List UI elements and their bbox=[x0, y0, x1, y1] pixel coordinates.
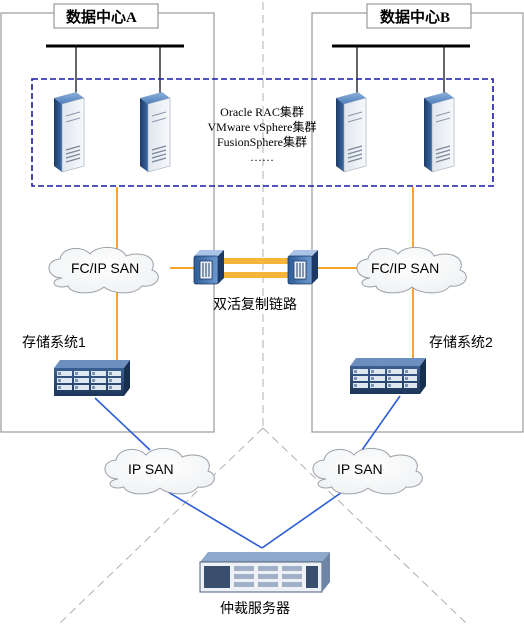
replication-switch-a bbox=[193, 249, 225, 285]
storage-system-1-label: 存储系统1 bbox=[22, 334, 86, 350]
quorum-server bbox=[199, 552, 330, 593]
site-divider-right bbox=[262, 427, 467, 624]
replication-switch-b bbox=[287, 249, 319, 285]
cluster-label-vmware: VMware vSphere集群 bbox=[207, 120, 317, 134]
replication-link bbox=[222, 258, 290, 278]
fc-ip-san-label-b: FC/IP SAN bbox=[371, 260, 440, 276]
replication-link-label: 双活复制链路 bbox=[213, 296, 297, 312]
link-storage-ipsan-a bbox=[94, 397, 151, 451]
cluster-label-oracle: Oracle RAC集群 bbox=[220, 105, 304, 119]
site-divider-left bbox=[59, 427, 264, 624]
datacenter-b-title: 数据中心B bbox=[380, 10, 451, 26]
server-a1 bbox=[53, 91, 85, 173]
fc-ip-san-label-a: FC/IP SAN bbox=[71, 260, 140, 276]
server-a2 bbox=[139, 91, 171, 173]
server-b2 bbox=[423, 91, 455, 173]
storage-system-2-label: 存储系统2 bbox=[429, 334, 493, 350]
cluster-label-fusionsphere: FusionSphere集群 bbox=[216, 135, 307, 149]
cluster-list: Oracle RAC集群 VMware vSphere集群 FusionSphe… bbox=[186, 105, 338, 165]
cluster-group-box bbox=[31, 78, 494, 187]
storage-array-b bbox=[350, 358, 426, 394]
datacenter-b-title-box bbox=[366, 3, 472, 29]
quorum-server-label: 仲裁服务器 bbox=[220, 600, 290, 616]
link-ipsan-quorum-a bbox=[167, 491, 263, 549]
datacenter-a-title: 数据中心A bbox=[66, 10, 137, 26]
ip-san-label-b: IP SAN bbox=[337, 461, 383, 477]
ip-san-label-a: IP SAN bbox=[128, 461, 174, 477]
datacenter-a-title-box bbox=[53, 3, 159, 29]
storage-array-a bbox=[54, 360, 130, 396]
link-storage-ipsan-b bbox=[361, 395, 401, 451]
link-ipsan-quorum-b bbox=[261, 489, 346, 549]
server-b1 bbox=[335, 91, 367, 173]
cluster-label-more: …… bbox=[250, 150, 274, 164]
